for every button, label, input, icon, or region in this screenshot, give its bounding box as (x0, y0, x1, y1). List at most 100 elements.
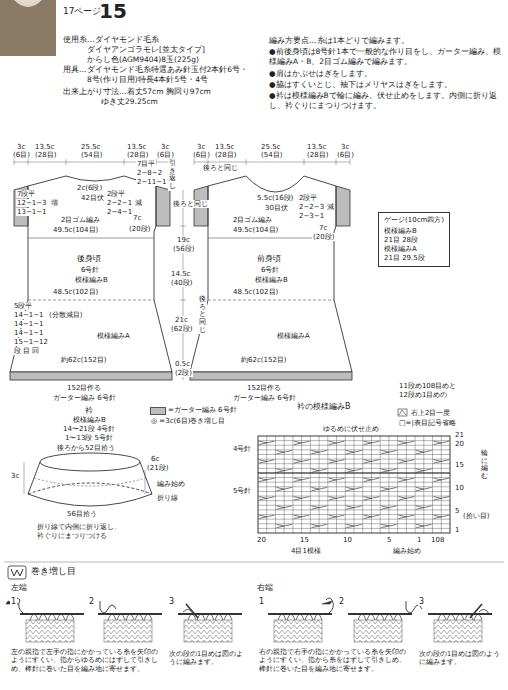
label: (28目) (34, 151, 57, 159)
label: 引き返し (168, 160, 177, 191)
label: 0.5c (174, 360, 191, 368)
label: 約62c(152目) (60, 356, 108, 364)
label: 減 (134, 199, 143, 207)
label: 2−4−1 (106, 208, 133, 216)
gauge-text: 21目 28段 (384, 236, 444, 245)
label: 13.5c (306, 143, 327, 151)
label: ●脇はすくいとじ、袖下はメリヤスはぎをします。 (268, 80, 504, 90)
label: 5号針 (232, 487, 252, 495)
label: 輪に編む (480, 450, 489, 481)
label: (20段) (128, 225, 151, 233)
label: 5.5c(16段) (256, 194, 294, 202)
label: ●肩はかぶせはぎをします。 (268, 69, 504, 79)
label: 3c (160, 143, 170, 151)
label: 10 (342, 536, 353, 544)
label: 後身頃 (76, 254, 102, 263)
gauge-box: ゲージ(10cm四方)模様編みB21目 28段模様編みA21目 29.5段 (378, 212, 450, 267)
label: 11段め108目めと (398, 382, 457, 390)
label: 減 (326, 203, 335, 211)
label: 6号針 (80, 266, 100, 274)
label: 3c (340, 143, 350, 151)
label: 7c (132, 214, 142, 222)
label: 7段平 (16, 190, 36, 198)
label: 3 (418, 597, 425, 606)
label: 編み方要点…糸は1本どりで編みます。 (268, 36, 504, 46)
label: 後ろと同じ (198, 296, 207, 334)
label: 2−3−1 (298, 212, 325, 220)
label: 6c (150, 455, 160, 463)
label: 2−11−1 (136, 178, 168, 186)
label: 17ページ (62, 6, 102, 16)
label: 5段平 (13, 302, 33, 310)
label: (54目) (80, 151, 103, 159)
label: 次の段の1目めは図のように編みます。 (418, 650, 502, 667)
label: ダイヤアンゴラモレ[並太タイプ] (86, 46, 206, 55)
label: 5 (386, 536, 392, 544)
label: 1 (454, 526, 460, 534)
label: 約62c(152目) (240, 356, 288, 364)
label: 折り線 (156, 494, 179, 502)
label: 2−8−2 (136, 169, 163, 177)
label: (6目) (192, 151, 211, 159)
label: 152目作る (66, 384, 102, 392)
label: 21 (454, 431, 465, 439)
label: 3c (16, 143, 26, 151)
label: 編み始め (156, 480, 186, 488)
label: 14−1−1 (13, 311, 45, 319)
label: (21段) (146, 464, 169, 472)
label: 模様編みB (74, 276, 109, 284)
label: 次の段の1目めは図のように編みます。 (168, 650, 250, 667)
label: 2 (88, 597, 95, 606)
label: 13.5c (126, 143, 147, 151)
label: 編み始め (392, 547, 422, 555)
label: 12段め1目めの (398, 391, 448, 399)
label: 13.5c (214, 143, 235, 151)
label: 13−1−1 (16, 208, 48, 216)
label: 使用糸…ダイヤモンド毛糸 (62, 36, 160, 45)
label: 3c (196, 143, 206, 151)
label: 模様編みB (254, 276, 289, 284)
label: 用具…ダイヤモンド毛糸特選あみ針玉付2本針6号・ (62, 66, 249, 75)
label: 49.5c(104目) (232, 226, 279, 234)
label: 12−1−3 (16, 199, 48, 207)
label: (20段) (312, 233, 335, 241)
label: 13.5c (34, 143, 55, 151)
label: 20 (454, 440, 465, 448)
label: (2段) (174, 369, 193, 377)
label: (分散減目) (48, 311, 83, 319)
label: 108 (430, 536, 445, 544)
label: 30目伏 (264, 204, 289, 212)
label: 14.5c (170, 270, 191, 278)
label: 1 (10, 597, 17, 606)
label: 左の親指で左手の指にかかっている糸を矢印のようにすくい、指からゆるめにはずして引… (10, 648, 162, 673)
label: 模様編みA (276, 332, 311, 340)
label: (28目) (214, 151, 237, 159)
label: 巻き増し目 (30, 566, 77, 576)
label: 48.5c(102目) (52, 288, 99, 296)
label: 後ろと同じ (202, 164, 239, 172)
label: 3 (168, 597, 175, 606)
label: ●衿は模様編みBで輪に編み、伏せ止めをします。内側に折り返し、衿ぐりにまつりつけ… (268, 91, 504, 111)
label: 後ろと同じ (172, 200, 209, 208)
label: 2 (338, 597, 345, 606)
gauge-text: ゲージ(10cm四方) (384, 216, 444, 225)
label: 14−1−1 (13, 320, 45, 328)
gauge-text: 21目 29.5段 (384, 254, 444, 263)
label: 模様編みB (72, 416, 107, 424)
label: □=|表目記号省略 (398, 419, 457, 427)
label: 7目平 (136, 160, 156, 168)
label: 出来上がり寸法…着丈57cm 胸回り97cm (62, 88, 212, 97)
label: 42目伏 (80, 194, 105, 202)
label: 右の親指で右手の指にかかっている糸を矢印のようにすくい、指から糸をはずして引きし… (258, 648, 410, 673)
label: (拾い目) (462, 512, 490, 520)
label: 7c (318, 224, 328, 232)
label: 2目ゴム編み (232, 216, 273, 224)
label: 4号針 (232, 445, 252, 453)
label: 15 (299, 536, 310, 544)
label: ●前後身頃は8号針1本で一般的な作り目をし、ガーター編み、模様編みA・B、2目ゴ… (268, 47, 504, 67)
legend-text: =ガーター編み 6号針 (167, 406, 238, 414)
label: (62段) (170, 325, 193, 333)
label: 15 (454, 461, 465, 469)
label: (56段) (172, 245, 195, 253)
